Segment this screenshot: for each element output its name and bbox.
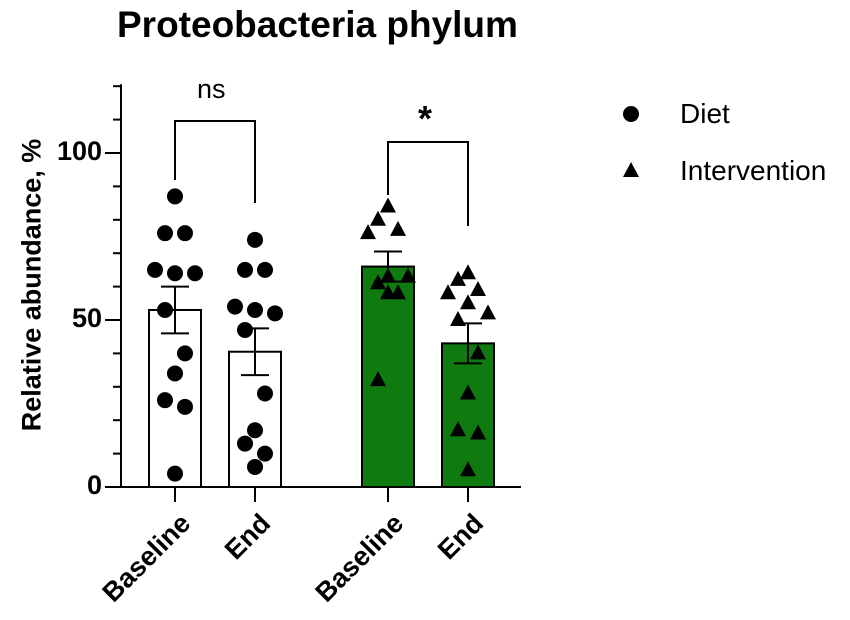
y-tick-0: 0 xyxy=(86,470,102,500)
data-point-triangle xyxy=(460,294,476,310)
data-point-circle xyxy=(167,265,183,282)
data-point-circle xyxy=(157,392,173,409)
significance-ns: ns xyxy=(197,74,226,104)
data-point-circle xyxy=(247,231,263,248)
data-point-circle xyxy=(237,261,253,278)
data-point-triangle xyxy=(460,461,476,477)
data-point-triangle xyxy=(450,421,466,437)
data-point-circle xyxy=(247,301,263,318)
data-point-triangle xyxy=(390,220,406,236)
data-point-circle xyxy=(187,265,203,282)
legend-intervention-label: Intervention xyxy=(680,155,827,186)
data-point-triangle xyxy=(470,280,486,296)
data-point-triangle xyxy=(370,210,386,226)
data-point-circle xyxy=(227,298,243,315)
data-point-circle xyxy=(147,261,163,278)
data-point-circle xyxy=(157,301,173,318)
bar xyxy=(148,308,202,489)
bracket-star xyxy=(387,141,469,226)
data-point-triangle xyxy=(450,270,466,286)
significance-star: * xyxy=(418,98,433,139)
data-point-triangle xyxy=(370,274,386,290)
y-axis-label: Relative abundance, % xyxy=(16,138,47,432)
data-point-circle xyxy=(177,225,193,242)
data-point-triangle xyxy=(380,284,396,300)
data-point-triangle xyxy=(370,371,386,387)
data-point-circle xyxy=(247,422,263,439)
bar xyxy=(361,265,415,488)
data-point-triangle xyxy=(470,344,486,360)
data-point-triangle xyxy=(360,224,376,240)
legend-diet-label: Diet xyxy=(680,98,730,129)
chart-title: Proteobacteria phylum xyxy=(117,4,518,45)
data-point-circle xyxy=(267,305,283,322)
data-point-circle xyxy=(237,322,253,339)
legend-triangle-icon xyxy=(623,162,639,177)
data-point-triangle xyxy=(380,197,396,213)
data-point-circle xyxy=(257,385,273,402)
legend-circle-icon xyxy=(623,106,639,122)
data-point-circle xyxy=(167,465,183,482)
y-tick-50: 50 xyxy=(71,303,102,333)
data-point-circle xyxy=(257,445,273,462)
bracket-ns xyxy=(174,120,256,203)
y-tick-100: 100 xyxy=(56,136,102,166)
data-point-circle xyxy=(247,458,263,475)
data-point-circle xyxy=(177,345,193,362)
data-point-triangle xyxy=(380,267,396,283)
data-point-triangle xyxy=(440,284,456,300)
data-point-triangle xyxy=(470,424,486,440)
data-point-circle xyxy=(257,261,273,278)
data-point-triangle xyxy=(480,304,496,320)
data-point-circle xyxy=(167,188,183,205)
data-point-triangle xyxy=(400,267,416,283)
data-point-triangle xyxy=(460,264,476,280)
data-point-circle xyxy=(167,365,183,382)
data-point-triangle xyxy=(450,311,466,326)
data-point-circle xyxy=(177,398,193,415)
data-point-triangle xyxy=(460,384,476,400)
data-point-circle xyxy=(237,435,253,452)
data-point-circle xyxy=(157,225,173,242)
